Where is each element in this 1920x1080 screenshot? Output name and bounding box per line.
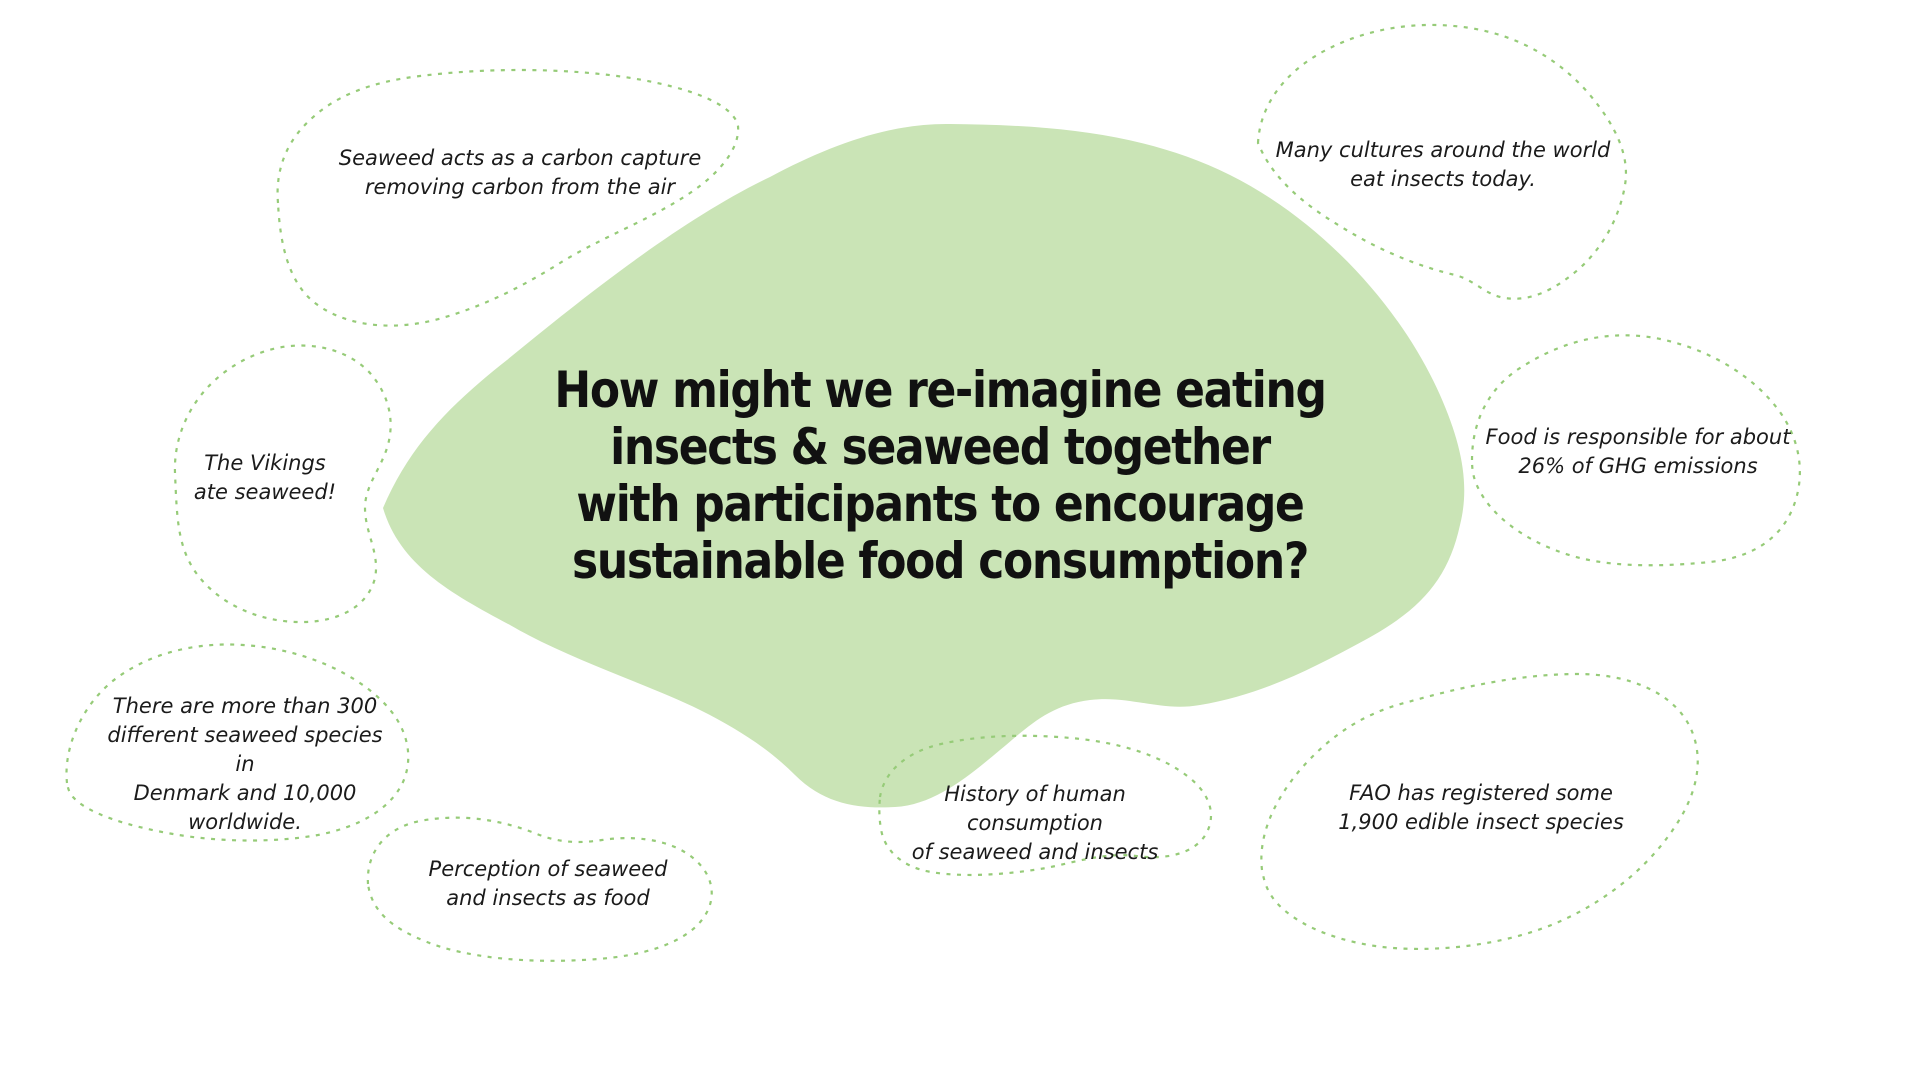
central-blob: [383, 123, 1465, 808]
central-blob-shape: [383, 123, 1465, 808]
note-fao-edible-species: FAO has registered some 1,900 edible ins…: [1338, 781, 1624, 834]
bubble-fao-edible-species: [1260, 672, 1699, 951]
bubble-outline-perception: [366, 816, 713, 962]
central-question: How might we re-imagine eating insects &…: [554, 361, 1327, 590]
note-history-of-consumption: History of human consumption of seaweed …: [911, 782, 1159, 864]
note-cultures-eat-insects: Many cultures around the world eat insec…: [1275, 138, 1611, 191]
bubble-outline-ghg: [1470, 334, 1801, 567]
note-vikings-ate-seaweed: The Vikings ate seaweed!: [193, 451, 337, 504]
note-seaweed-species-count: There are more than 300 different seawee…: [107, 694, 383, 834]
bubble-seaweed-carbon-capture: [276, 68, 740, 327]
note-food-ghg-emissions: Food is responsible for about 26% of GHG…: [1485, 425, 1791, 478]
bubble-history-of-consumption: [878, 734, 1213, 877]
bubble-food-ghg-emissions: [1470, 334, 1801, 567]
bubble-outline-history: [878, 734, 1213, 877]
bubble-outline-vikings: [173, 344, 392, 624]
bubble-outline-fao: [1260, 672, 1699, 951]
note-perception-as-food: Perception of seaweed and insects as foo…: [428, 857, 668, 910]
bubble-outline-seaweed-carbon: [276, 68, 740, 327]
bubble-perception-as-food: [366, 816, 713, 962]
bubble-vikings-ate-seaweed: [173, 344, 392, 624]
note-seaweed-carbon-capture: Seaweed acts as a carbon capture removin…: [338, 146, 702, 199]
